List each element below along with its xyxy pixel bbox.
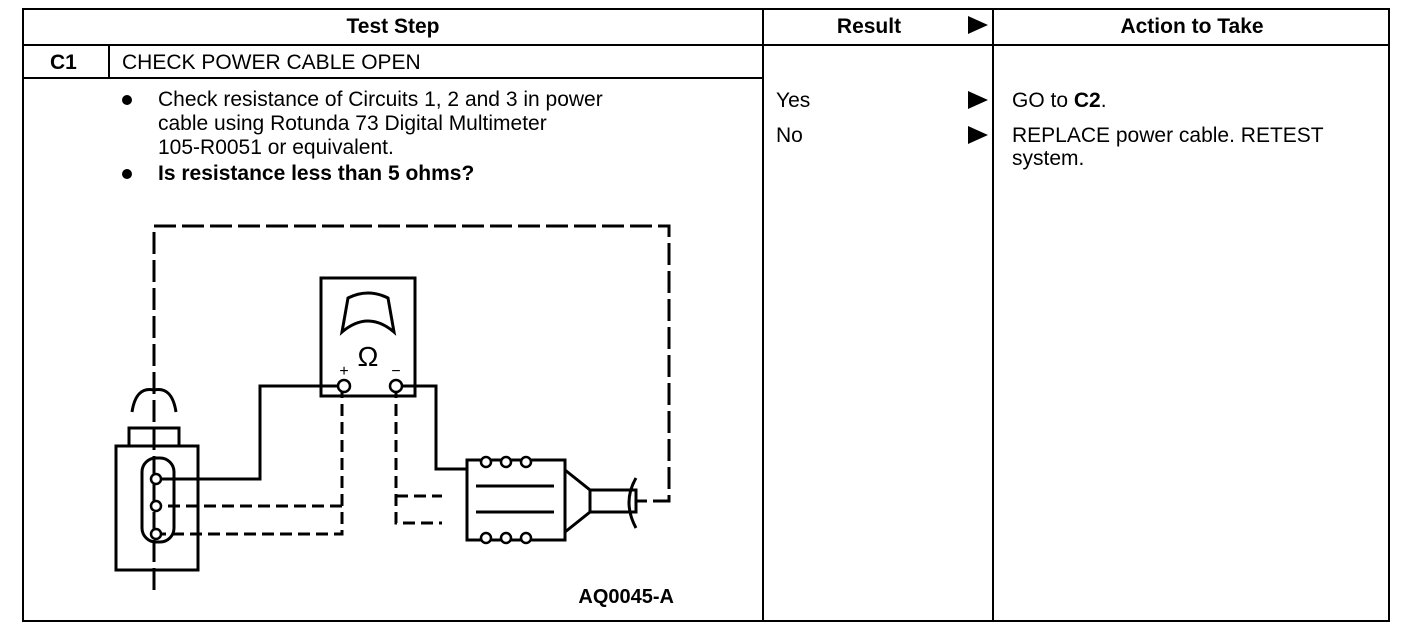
step-title: CHECK POWER CABLE OPEN	[122, 51, 421, 74]
plug-pin-1	[149, 472, 163, 486]
bullet1-line3: 105-R0051 or equivalent.	[158, 136, 394, 159]
diagnostic-table: Test Step Result Action to Take C1 CHECK…	[22, 8, 1390, 622]
action-yes: GO to C2.	[1012, 88, 1107, 113]
meter-terminal-positive	[336, 378, 352, 394]
connector-terminal	[519, 531, 533, 545]
result-arrow-icon	[968, 91, 988, 109]
header-rule	[24, 44, 1388, 46]
connector-nose	[564, 468, 592, 534]
plug-socket	[140, 456, 176, 544]
header-result: Result	[836, 15, 902, 38]
wire-positive	[156, 384, 344, 481]
result-yes: Yes	[776, 89, 811, 112]
meter-terminal-negative	[388, 378, 404, 394]
header-action: Action to Take	[1120, 15, 1264, 38]
connector-cable-end	[627, 477, 638, 529]
plug-wire-right	[153, 387, 178, 413]
step-id-divider	[108, 44, 110, 79]
meter-ohm-symbol: Ω	[358, 341, 379, 372]
meter-minus-label: −	[391, 363, 400, 380]
bullet1-line1: Check resistance of Circuits 1, 2 and 3 …	[158, 88, 603, 111]
plug-pin-2	[149, 499, 163, 513]
connector-neck	[588, 488, 638, 514]
action-yes-target: C2	[1073, 89, 1101, 112]
bullet1-line2: cable using Rotunda 73 Digital Multimete…	[158, 112, 547, 135]
loop-wire	[152, 224, 671, 590]
figure-id: AQ0045-A	[578, 586, 674, 608]
connector-terminal	[479, 531, 493, 545]
plug-wire-left	[130, 387, 155, 413]
step-title-rule	[24, 77, 764, 79]
action-yes-prefix: GO to	[1012, 89, 1074, 112]
connector-terminal	[499, 455, 513, 469]
bullet2-text: Is resistance less than 5 ohms?	[158, 162, 475, 185]
wire-negative	[396, 384, 467, 471]
connector-terminal	[479, 455, 493, 469]
wiring-diagram: Ω + − AQ0045-A	[114, 224, 674, 608]
divider-test-result	[762, 10, 764, 620]
action-yes-suffix: .	[1100, 89, 1107, 112]
action-no-line2: system.	[1012, 147, 1085, 170]
bullet-icon	[122, 95, 132, 105]
plug-pin-3	[149, 527, 163, 541]
connector-body	[465, 458, 567, 542]
connector-terminal	[519, 455, 533, 469]
lead-negative-dashed	[394, 386, 442, 525]
header-test-step: Test Step	[346, 15, 440, 38]
lead-positive-dashed	[156, 386, 344, 536]
meter-dial	[339, 291, 397, 336]
plug-body	[114, 444, 200, 572]
header-arrow-icon	[968, 16, 988, 34]
meter-body	[319, 276, 417, 398]
bullet-icon	[122, 169, 132, 179]
divider-result-action	[992, 10, 994, 620]
connector-terminal	[499, 531, 513, 545]
result-arrow-icon	[968, 126, 988, 144]
action-no-line1: REPLACE power cable. RETEST	[1012, 124, 1324, 147]
result-no: No	[776, 124, 803, 147]
meter-plus-label: +	[339, 363, 348, 380]
step-id: C1	[50, 51, 77, 74]
